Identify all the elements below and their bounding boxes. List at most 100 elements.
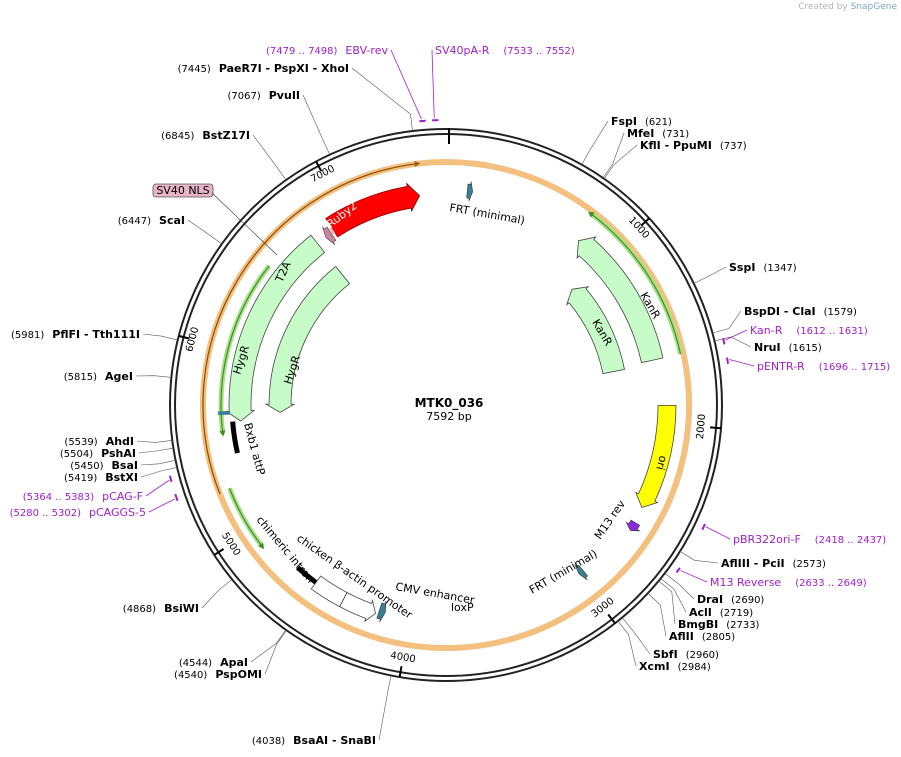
enzyme-site-bsiwi: (4868)BsiWI bbox=[123, 579, 233, 615]
primer-label: (5280 .. 5302)pCAGGS-5 bbox=[10, 506, 146, 519]
kanr-arrow-inner bbox=[565, 286, 625, 375]
enzyme-leader bbox=[621, 617, 651, 655]
primer-pentr-r: pENTR-R(1696 .. 1715) bbox=[726, 357, 890, 373]
enzyme-leader bbox=[712, 310, 742, 334]
tick-2000 bbox=[709, 426, 722, 430]
enzyme-label: (4868)BsiWI bbox=[123, 602, 199, 615]
enzyme-leader bbox=[250, 629, 287, 663]
enzyme-leader bbox=[187, 219, 223, 245]
primer-labels: (7479 .. 7498)EBV-rev SV40pA-R(7533 .. 75… bbox=[10, 44, 891, 589]
enzyme-leader bbox=[136, 440, 173, 443]
enzyme-site-bspdi-clai: BspDI - ClaI(1579) bbox=[712, 305, 857, 334]
enzyme-site-ahdi: (5539)AhdI bbox=[64, 435, 173, 448]
primer-mark bbox=[174, 493, 179, 502]
enzyme-leader bbox=[264, 630, 287, 675]
ori-label: ori bbox=[653, 454, 669, 471]
enzyme-site-scai: (6447)ScaI bbox=[118, 214, 223, 245]
plasmid-name: MTK0_036 bbox=[415, 396, 484, 411]
enzyme-leader bbox=[201, 579, 233, 609]
enzyme-label: BmgBI(2733) bbox=[678, 618, 760, 631]
primer-leader bbox=[431, 49, 435, 119]
enzyme-label: (5815)AgeI bbox=[64, 370, 133, 383]
green-intron-line bbox=[228, 488, 265, 550]
primer-label: M13 Reverse(2633 .. 2649) bbox=[710, 576, 867, 589]
enzyme-label: BspDI - ClaI(1579) bbox=[744, 305, 857, 318]
primer-mark bbox=[675, 567, 681, 574]
bxb1-attp-label: Bxb1 attP bbox=[241, 421, 268, 476]
primer-m13-reverse: M13 Reverse(2633 .. 2649) bbox=[675, 567, 867, 589]
tick-5000 bbox=[213, 548, 225, 556]
enzyme-leader bbox=[142, 333, 178, 341]
enzyme-site-fspi: FspI(621) bbox=[581, 115, 672, 165]
primer-label: pBR322ori-F(2418 .. 2437) bbox=[733, 533, 886, 546]
kanr-arrow-outer bbox=[576, 236, 664, 364]
enzyme-site-bsaai-snabi: (4038)BsaAI - SnaBI bbox=[252, 675, 392, 747]
enzyme-label: (7445)PaeR7I - PspXI - XhoI bbox=[178, 62, 349, 75]
primer-label: (5364 .. 5383)pCAG-F bbox=[23, 490, 143, 503]
enzyme-label: (4544)ApaI bbox=[179, 656, 248, 669]
primer-ebv-rev: (7479 .. 7498)EBV-rev bbox=[266, 44, 426, 123]
enzyme-label: (5981)PflFI - Tth111I bbox=[11, 328, 140, 341]
enzyme-leader bbox=[714, 336, 752, 348]
enzyme-site-paer7i-pspxi-xhoi: (7445)PaeR7I - PspXI - XhoI bbox=[178, 62, 413, 132]
enzyme-leader bbox=[660, 578, 687, 613]
primer-leader bbox=[145, 479, 170, 497]
enzyme-label: (5419)BstXI bbox=[64, 471, 138, 484]
enzyme-label: AflIII - PciI(2573) bbox=[721, 557, 826, 570]
enzyme-label: SbfI(2960) bbox=[653, 648, 719, 661]
primer-leader bbox=[680, 570, 708, 583]
enzyme-leader bbox=[302, 94, 331, 155]
enzyme-label: XcmI(2984) bbox=[639, 660, 711, 673]
orange-annotation-outer bbox=[217, 159, 692, 651]
primer-leader bbox=[148, 498, 175, 513]
credit-brand: SnapGene bbox=[850, 2, 897, 12]
enzyme-site-kfli-ppumi: KflI - PpuMI(737) bbox=[603, 139, 747, 179]
enzyme-labels: FspI(621)MfeI(731)KflI - PpuMI(737) SspI(… bbox=[11, 62, 857, 747]
enzyme-label: (4038)BsaAI - SnaBI bbox=[252, 734, 376, 747]
primer-pcaggs-5: (5280 .. 5302)pCAGGS-5 bbox=[10, 493, 179, 519]
frt-bottom-label: FRT (minimal) bbox=[527, 547, 600, 596]
primer-leader bbox=[705, 526, 731, 540]
t2a-arrow bbox=[322, 226, 337, 245]
primer-mark bbox=[722, 337, 726, 345]
primer-label: pENTR-R(1696 .. 1715) bbox=[757, 360, 890, 373]
tick-3000 bbox=[607, 613, 616, 624]
primer-leader bbox=[725, 329, 748, 341]
sv40-nls-box bbox=[152, 183, 214, 198]
enzyme-leader bbox=[679, 551, 719, 564]
hygr-arrow-inner bbox=[264, 265, 351, 413]
primer-mark bbox=[701, 523, 706, 531]
enzyme-site-aflii: AflII(2805) bbox=[647, 593, 735, 643]
enzyme-leader bbox=[140, 466, 178, 478]
enzyme-leader bbox=[693, 266, 727, 284]
enzyme-leader bbox=[351, 67, 413, 132]
enzyme-label: (5450)BsaI bbox=[70, 459, 138, 472]
tick-label-6000: 6000 bbox=[184, 326, 201, 353]
enzyme-label: (5504)PshAI bbox=[60, 447, 136, 460]
frt-top-arrow bbox=[466, 181, 473, 202]
credit-prefix: Created by bbox=[798, 2, 848, 12]
snapgene-credit: Created by SnapGene bbox=[798, 2, 897, 12]
hygr-arrow-outer bbox=[224, 234, 326, 422]
m13-rev-label: M13 rev bbox=[592, 497, 628, 541]
backbone-inner bbox=[174, 133, 718, 677]
frt-bottom-arrow bbox=[574, 564, 589, 581]
enzyme-label: (5539)AhdI bbox=[64, 435, 134, 448]
enzyme-label: DraI(2690) bbox=[697, 593, 764, 606]
enzyme-site-mfei: MfeI(731) bbox=[602, 127, 689, 179]
primer-label: Kan-R(1612 .. 1631) bbox=[750, 324, 868, 337]
green-kanr-line bbox=[587, 211, 682, 355]
enzyme-leader bbox=[603, 144, 638, 179]
enzyme-label: AflII(2805) bbox=[669, 630, 735, 643]
enzyme-leader bbox=[602, 132, 625, 179]
enzyme-leader bbox=[378, 675, 392, 741]
enzyme-label: (6845)BstZ17I bbox=[161, 129, 250, 142]
primer-label: SV40pA-R(7533 .. 7552) bbox=[435, 44, 575, 57]
enzyme-leader bbox=[140, 460, 176, 466]
enzyme-label: FspI(621) bbox=[611, 115, 672, 128]
enzyme-site-bstxi: (5419)BstXI bbox=[64, 466, 178, 484]
primer-pbr322ori-f: pBR322ori-F(2418 .. 2437) bbox=[701, 523, 886, 546]
primer-sv40pa-r: SV40pA-R(7533 .. 7552) bbox=[431, 44, 575, 122]
enzyme-label: SspI(1347) bbox=[729, 261, 797, 274]
sv40-nls-leader bbox=[211, 192, 278, 256]
